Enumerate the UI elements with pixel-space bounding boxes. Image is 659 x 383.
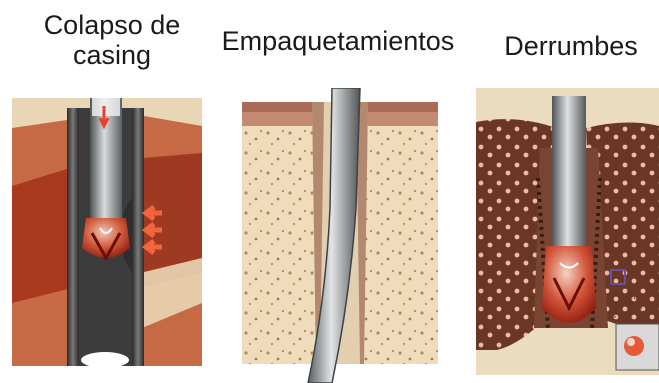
casing-collapse-illustration	[12, 98, 202, 366]
drill-pipe-icon	[552, 96, 586, 246]
label-casing-collapse-line2: casing	[72, 40, 152, 70]
drill-bit-icon	[542, 246, 596, 323]
label-cave-in: Derrumbes	[504, 31, 638, 61]
label-casing-collapse: Colapso de casing	[22, 10, 202, 70]
force-arrow-icon	[141, 205, 162, 255]
drill-pipe-icon	[90, 98, 122, 218]
drill-pipe-icon	[307, 88, 361, 383]
label-casing-collapse-line1: Colapso de	[43, 10, 181, 40]
cave-in-illustration	[476, 88, 659, 375]
packoff-illustration	[242, 88, 438, 383]
zoom-box-icon	[610, 269, 659, 371]
label-packoff: Empaquetamientos	[221, 26, 455, 56]
drill-bit-icon	[82, 218, 130, 262]
